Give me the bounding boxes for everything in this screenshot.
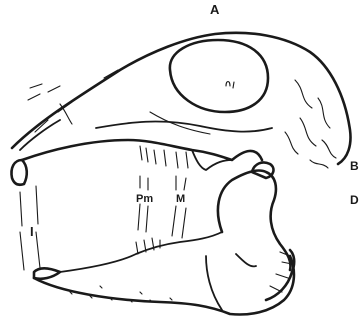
label-b: B (350, 159, 359, 173)
label-premolars: Pm (136, 193, 153, 205)
lower-incisor (34, 268, 60, 279)
label-d: D (350, 193, 359, 207)
label-incisors: I (30, 224, 34, 239)
upper-snout-dashes (28, 84, 60, 100)
label-a: A (210, 2, 220, 17)
ramus-inner (206, 254, 256, 310)
zygomatic-line (96, 122, 272, 132)
cheek-line (60, 104, 210, 134)
orbit-mark (226, 82, 234, 89)
orbit (170, 40, 268, 112)
mandible-alveolar (60, 232, 222, 272)
cranium-outline (12, 33, 351, 164)
upper-incisor (11, 160, 26, 185)
label-molars: M (176, 193, 185, 205)
braincase-sutures (285, 80, 336, 168)
mandible-outline (34, 256, 294, 314)
upper-tooth-row (140, 146, 188, 168)
ramus (218, 170, 291, 270)
molar-guide-lines (172, 176, 186, 238)
